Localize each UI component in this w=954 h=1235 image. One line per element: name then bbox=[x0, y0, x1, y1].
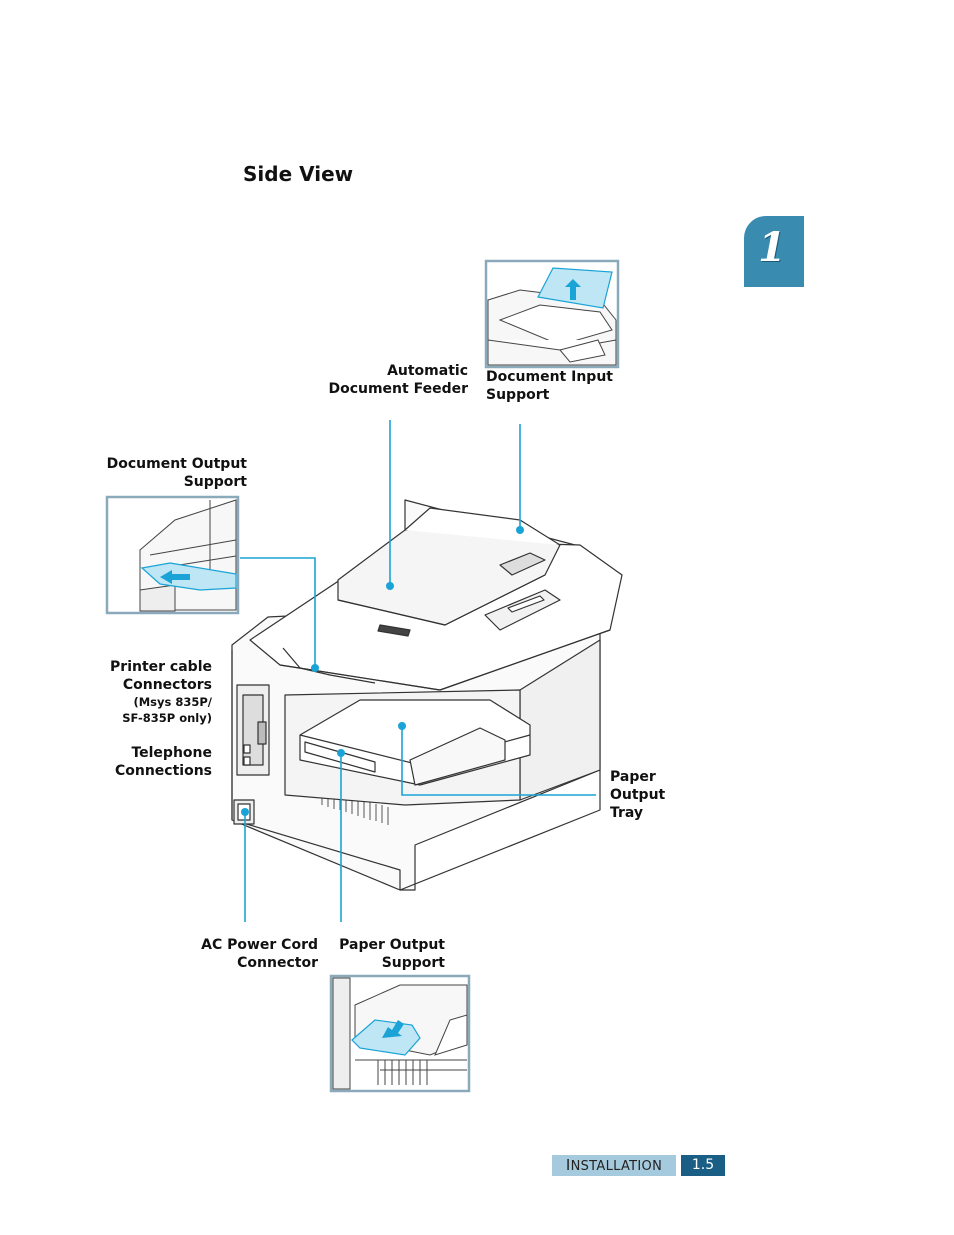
inset-document-output-support bbox=[105, 495, 240, 615]
automatic-document-feeder bbox=[249, 507, 623, 691]
label-document-output-support: Document Output Support bbox=[106, 456, 247, 490]
inset-paper-output-support bbox=[329, 974, 471, 1093]
footer-section-label: INSTALLATION bbox=[552, 1155, 676, 1176]
label-automatic-document-feeder: Automatic Document Feeder bbox=[328, 363, 468, 397]
paper-output-tray bbox=[284, 689, 531, 806]
label-document-input-support: Document Input Support bbox=[486, 369, 613, 403]
label-ac-power-cord-connector: AC Power Cord Connector bbox=[201, 937, 318, 971]
page-title: Side View bbox=[243, 162, 354, 186]
callout-lines bbox=[240, 420, 596, 922]
callout-dots bbox=[241, 526, 524, 816]
label-paper-output-support: Paper Output Support bbox=[339, 937, 445, 971]
label-telephone-connections: Telephone Connections bbox=[114, 745, 212, 779]
footer-page-number: 1.5 bbox=[681, 1155, 725, 1176]
label-printer-cable-connectors: Printer cable Connectors (Msys 835P/ SF-… bbox=[110, 659, 212, 725]
chapter-tab: 1 bbox=[744, 216, 804, 287]
chapter-number: 1 bbox=[758, 224, 786, 271]
inset-document-input-support bbox=[484, 259, 620, 369]
label-paper-output-tray: Paper Output Tray bbox=[610, 769, 666, 821]
